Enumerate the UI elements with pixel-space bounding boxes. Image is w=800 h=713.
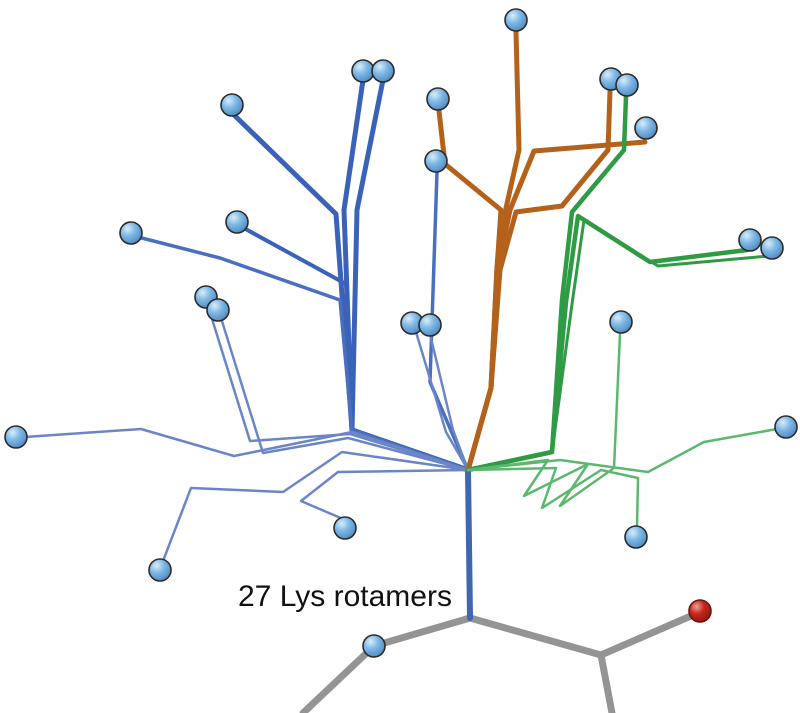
rotamer-blue: [428, 332, 470, 472]
nz-atom-sphere: [634, 116, 658, 140]
backbone-bond: [299, 642, 378, 713]
nz-atom-sphere: [738, 228, 762, 252]
nz-atom-sphere: [220, 93, 244, 117]
bonds-layer: [23, 29, 779, 713]
nz-atom-sphere: [206, 298, 230, 322]
rotamer-blue: [349, 77, 471, 473]
rotamer-blue: [132, 234, 470, 472]
rotamer-blue: [414, 330, 470, 472]
backbone-bond: [597, 608, 704, 659]
ca-cb-bond: [465, 467, 473, 621]
nz-atom-sphere: [418, 313, 442, 337]
nz-atom-sphere: [351, 59, 375, 83]
atoms-layer: [4, 8, 798, 658]
backbone-bond: [466, 614, 605, 659]
backbone-bond: [370, 614, 474, 650]
rotamer-orange: [465, 29, 522, 473]
rotamer-blue: [219, 316, 470, 472]
rotamer-orange: [465, 88, 613, 473]
rotamer-blue: [161, 450, 470, 563]
nz-atom-sphere: [504, 8, 528, 32]
rotamer-green: [465, 213, 750, 473]
nz-atom-sphere: [333, 516, 357, 540]
nz-atom-sphere: [424, 149, 448, 173]
nz-atom-sphere: [371, 59, 395, 83]
backbone-n-atom-sphere: [362, 634, 386, 658]
nz-atom-sphere: [774, 415, 798, 439]
nz-atom-sphere: [624, 525, 648, 549]
rotamer-blue: [299, 468, 470, 521]
carbonyl-o-atom-sphere: [688, 599, 712, 623]
nz-atom-sphere: [426, 87, 450, 111]
rotamer-green: [466, 332, 622, 508]
rotamer-blue: [206, 304, 470, 472]
figure-label: 27 Lys rotamers: [238, 580, 452, 613]
nz-atom-sphere: [148, 558, 172, 582]
backbone-bond: [597, 651, 616, 713]
nz-atom-sphere: [615, 73, 639, 97]
nz-atom-sphere: [609, 310, 633, 334]
nz-atom-sphere: [225, 210, 249, 234]
nz-atom-sphere: [119, 221, 143, 245]
rotamer-orange: [436, 108, 504, 473]
rotamer-green: [466, 427, 779, 474]
nz-atom-sphere: [760, 236, 784, 260]
rotamer-blue: [23, 427, 470, 472]
nz-atom-sphere: [4, 425, 28, 449]
rotamer-green: [466, 466, 640, 529]
rotamer-green: [466, 218, 771, 472]
